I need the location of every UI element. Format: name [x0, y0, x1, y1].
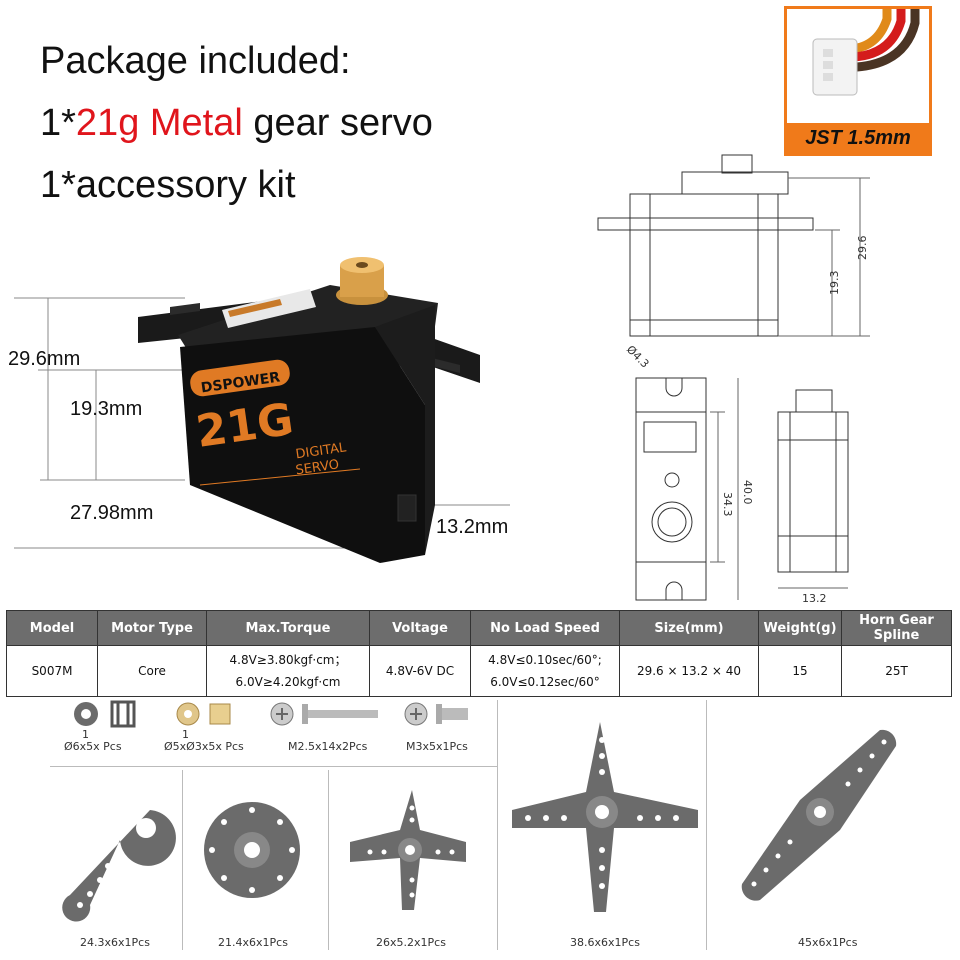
horn-single-arm: [62, 810, 176, 922]
spec-data-row: S007M Core 4.8V≥3.80kgf·cm；6.0V≥4.20kgf·…: [6, 645, 952, 697]
header-voltage: Voltage: [369, 610, 471, 646]
horn-2-label: 21.4x6x1Pcs: [218, 936, 288, 949]
accessory-2-qty: 1: [182, 728, 189, 741]
spec-header-row: Model Motor Type Max.Torque Voltage No L…: [6, 610, 952, 646]
cell-voltage: 4.8V-6V DC: [369, 645, 471, 697]
package-line-servo: 1*21g Metal gear servo: [40, 102, 433, 144]
dim-height-total: 29.6mm: [8, 348, 81, 370]
divider-4: [706, 700, 707, 950]
accessory-1-label: Ø6x5x Pcs: [64, 740, 122, 753]
accessory-divider: [50, 766, 498, 767]
header-motor: Motor Type: [97, 610, 207, 646]
accessory-4-label: M3x5x1Pcs: [406, 740, 468, 753]
technical-drawing: 29.6 19.3 Ø4.3 34.3 40.0 13.2: [597, 154, 870, 605]
accessory-2-label: Ø5xØ3x5x Pcs: [164, 740, 244, 753]
divider-1: [182, 770, 183, 950]
cell-torque: 4.8V≥3.80kgf·cm；6.0V≥4.20kgf·cm: [206, 645, 370, 697]
header-weight: Weight(g): [758, 610, 842, 646]
dim-width: 13.2mm: [436, 516, 509, 538]
screw-m3-icon: [404, 702, 468, 726]
header-model: Model: [6, 610, 98, 646]
connector-label: JST 1.5mm: [787, 123, 929, 153]
horn-1-label: 24.3x6x1Pcs: [80, 936, 150, 949]
header-torque: Max.Torque: [206, 610, 370, 646]
connector-photo: [812, 9, 920, 96]
servo-horns: [62, 722, 897, 922]
screw-m25-icon: [270, 702, 378, 726]
horn-3-label: 26x5.2x1Pcs: [376, 936, 446, 949]
drawing-height-body: 19.3: [828, 271, 841, 296]
jst-connector-inset: JST 1.5mm: [784, 6, 932, 156]
drawing-front-total: 40.0: [741, 480, 754, 505]
horn-long-arm: [741, 729, 897, 901]
drawing-height-total: 29.6: [856, 236, 869, 261]
horn-large-cross: [512, 722, 698, 912]
brass-eyelet-icon: [176, 702, 231, 726]
header-speed: No Load Speed: [470, 610, 620, 646]
accessory-1-qty: 1: [82, 728, 89, 741]
divider-2: [328, 770, 329, 950]
servo-photo: DSPOWER 21G DIGITAL SERVO: [138, 257, 480, 563]
servo-type-line2: SERVO: [295, 457, 340, 478]
accessory-3-label: M2.5x14x2Pcs: [288, 740, 368, 753]
package-line-kit: 1*accessory kit: [40, 164, 296, 206]
dim-length: 27.98mm: [70, 502, 154, 524]
cell-speed: 4.8V≤0.10sec/60°;6.0V≤0.12sec/60°: [470, 645, 620, 697]
grommet-icon: [74, 700, 136, 728]
divider-3: [497, 700, 498, 950]
header-size: Size(mm): [619, 610, 759, 646]
horn-4-label: 38.6x6x1Pcs: [570, 936, 640, 949]
cell-weight: 15: [758, 645, 842, 697]
drawing-hole-diameter: Ø4.3: [624, 343, 652, 371]
horn-5-label: 45x6x1Pcs: [798, 936, 858, 949]
accessory-parts: [74, 700, 468, 728]
cell-motor: Core: [97, 645, 207, 697]
dim-height-body: 19.3mm: [70, 398, 143, 420]
horn-disc: [204, 802, 300, 898]
package-highlight: 21g Metal: [75, 102, 243, 144]
cell-model: S007M: [6, 645, 98, 697]
package-heading: Package included:: [40, 40, 351, 82]
servo-type-line1: DIGITAL: [295, 440, 348, 462]
spec-table: Model Motor Type Max.Torque Voltage No L…: [6, 610, 952, 697]
cell-size: 29.6 × 13.2 × 40: [619, 645, 759, 697]
cell-spline: 25T: [841, 645, 952, 697]
header-spline: Horn Gear Spline: [841, 610, 952, 646]
drawing-front-inner: 34.3: [721, 492, 734, 517]
drawing-side-width: 13.2: [802, 592, 827, 605]
horn-small-cross: [350, 790, 466, 910]
